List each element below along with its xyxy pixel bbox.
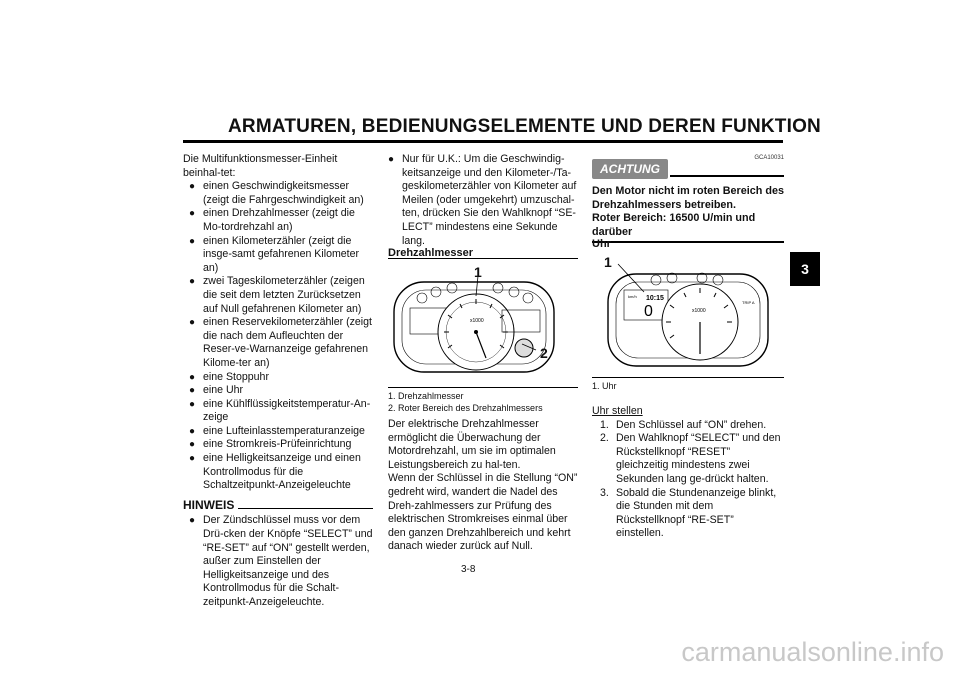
- bullet-icon: ●: [189, 208, 196, 220]
- svg-text:x1000: x1000: [692, 308, 706, 314]
- feature-list: ● einen Geschwindigkeitsmesser (zeigt die…: [183, 180, 373, 493]
- clock-display: 10:15: [646, 295, 664, 302]
- clock-caption-separator: [592, 377, 784, 378]
- step-number: 2.: [600, 432, 609, 445]
- clock-illustration: 10:15 km/h 0 x1000 TRIP A: [607, 263, 769, 367]
- bullet-icon: ●: [189, 181, 196, 193]
- bullet-icon: ●: [189, 439, 196, 451]
- callout-1: 1: [474, 264, 482, 280]
- clock-setting-heading: Uhr stellen: [592, 405, 643, 417]
- bullet-icon: ●: [189, 371, 196, 383]
- clock-heading: Uhr: [592, 238, 611, 250]
- bullet-icon: ●: [388, 154, 395, 165]
- feature-item: ● zwei Tageskilometerzähler (zeigen die s…: [189, 275, 373, 316]
- feature-item-text: eine Uhr: [203, 384, 244, 397]
- bullet-icon: ●: [189, 276, 196, 288]
- callout-2: 2: [540, 345, 548, 361]
- bullet-icon: ●: [189, 453, 196, 465]
- feature-item: ● eine Uhr: [189, 384, 373, 398]
- feature-item: ● einen Geschwindigkeitsmesser (zeigt die…: [189, 180, 373, 207]
- step-text: Sobald die Stundenanzeige blinkt, die St…: [616, 486, 777, 540]
- caption-2: 2. Roter Bereich des Drehzahlmessers: [388, 403, 543, 413]
- svg-text:km/h: km/h: [628, 294, 637, 299]
- step-text: Den Wahlknopf “SELECT” und den Rückstell…: [616, 432, 781, 485]
- caption-1: 1. Drehzahlmesser: [388, 391, 464, 401]
- feature-item: ● einen Drehzahlmesser (zeigt die Mo-tord…: [189, 207, 373, 234]
- watermark: carmanualsonline.info: [681, 637, 944, 667]
- clock-steps: 1. Den Schlüssel auf “ON” drehen. 2. Den Wa…: [592, 419, 784, 541]
- svg-text:0: 0: [644, 303, 653, 320]
- feature-item: ● eine Kühlflüssigkeitstemperatur-An-zeig…: [189, 398, 373, 425]
- tacho-body: Der elektrische Drehzahlmesser ermöglich…: [388, 418, 578, 553]
- chapter-tab: 3: [790, 252, 820, 286]
- achtung-badge: ACHTUNG: [592, 159, 668, 179]
- caption-separator: [388, 387, 578, 388]
- feature-item-text: einen Drehzahlmesser (zeigt die Mo-tordr…: [203, 207, 355, 233]
- bullet-icon: ●: [189, 398, 196, 410]
- hinweis-heading: HINWEIS: [183, 497, 373, 513]
- feature-item: ● eine Helligkeitsanzeige und einen Kontr…: [189, 452, 373, 493]
- bullet-icon: ●: [189, 425, 196, 437]
- clock-step: 1. Den Schlüssel auf “ON” drehen.: [600, 419, 784, 433]
- achtung-block: ACHTUNG GCA10031 Den Motor nicht im rote…: [592, 155, 784, 244]
- middle-column: ● Nur für U.K.: Um die Geschwindig-keits…: [388, 153, 578, 260]
- feature-item-text: eine Stoppuhr: [203, 370, 269, 383]
- feature-item-text: eine Kühlflüssigkeitstemperatur-An-zeige: [203, 397, 371, 424]
- svg-text:TRIP A: TRIP A: [742, 300, 755, 305]
- warning-text: Den Motor nicht im roten Bereich des Dre…: [592, 185, 784, 238]
- feature-item: ● eine Stoppuhr: [189, 371, 373, 385]
- feature-item-text: einen Geschwindigkeitsmesser (zeigt die …: [203, 180, 364, 206]
- bullet-icon: ●: [189, 235, 196, 247]
- uk-note: ● Nur für U.K.: Um die Geschwindig-keits…: [388, 153, 578, 248]
- warning-rule: [592, 241, 784, 244]
- hinweis-label: HINWEIS: [183, 497, 235, 512]
- hinweis-text: Der Zündschlüssel muss vor dem Drü-cken …: [203, 514, 373, 608]
- feature-item-text: eine Lufteinlasstemperaturanzeige: [203, 424, 365, 437]
- step-text: Den Schlüssel auf “ON” drehen.: [616, 418, 767, 431]
- clock-setting: Uhr stellen 1. Den Schlüssel auf “ON” dre…: [592, 405, 784, 541]
- feature-item-text: einen Reservekilometerzähler (zeigt die …: [203, 316, 372, 369]
- intro-text: Die Multifunktionsmesser-Einheit beinhal…: [183, 153, 338, 179]
- title-rule: [183, 140, 783, 143]
- feature-item: ● eine Stromkreis-Prüfeinrichtung: [189, 438, 373, 452]
- feature-item-text: zwei Tageskilometerzähler (zeigen die se…: [203, 275, 365, 315]
- clock-step: 2. Den Wahlknopf “SELECT” und den Rückste…: [600, 432, 784, 486]
- tacho-heading: Drehzahlmesser: [388, 247, 473, 259]
- tacho-captions: 1. Drehzahlmesser 2. Roter Bereich des D…: [388, 390, 578, 414]
- achtung-bar: ACHTUNG: [592, 159, 784, 179]
- warning-code: GCA10031: [754, 155, 784, 161]
- uk-note-text: Nur für U.K.: Um die Geschwindig-keitsan…: [402, 153, 577, 247]
- bullet-icon: ●: [189, 515, 196, 527]
- clock-callout-1: 1: [604, 254, 612, 270]
- feature-item: ● einen Kilometerzähler (zeigt die insge-…: [189, 235, 373, 276]
- step-number: 1.: [600, 418, 609, 431]
- bullet-icon: ●: [189, 385, 196, 397]
- separator: [388, 258, 578, 260]
- clock-step: 3. Sobald die Stundenanzeige blinkt, die …: [600, 487, 784, 541]
- feature-item-text: eine Helligkeitsanzeige und einen Kontro…: [203, 452, 361, 492]
- bullet-icon: ●: [189, 317, 196, 329]
- feature-item: ● eine Lufteinlasstemperaturanzeige: [189, 425, 373, 439]
- step-number: 3.: [600, 486, 609, 499]
- feature-item: ● einen Reservekilometerzähler (zeigt die…: [189, 316, 373, 370]
- feature-item-text: einen Kilometerzähler (zeigt die insge-s…: [203, 234, 360, 274]
- hinweis-item: ● Der Zündschlüssel muss vor dem Drü-cke…: [189, 514, 373, 609]
- page-title: ARMATUREN, BEDIENUNGSELEMENTE UND DEREN …: [228, 116, 821, 137]
- clock-caption: 1. Uhr: [592, 381, 617, 391]
- svg-text:x1000: x1000: [470, 318, 484, 324]
- feature-item-text: eine Stromkreis-Prüfeinrichtung: [203, 438, 352, 451]
- left-column: Die Multifunktionsmesser-Einheit beinhal…: [183, 153, 373, 610]
- tachometer-illustration: x1000: [393, 275, 555, 373]
- page-number: 3-8: [461, 564, 476, 575]
